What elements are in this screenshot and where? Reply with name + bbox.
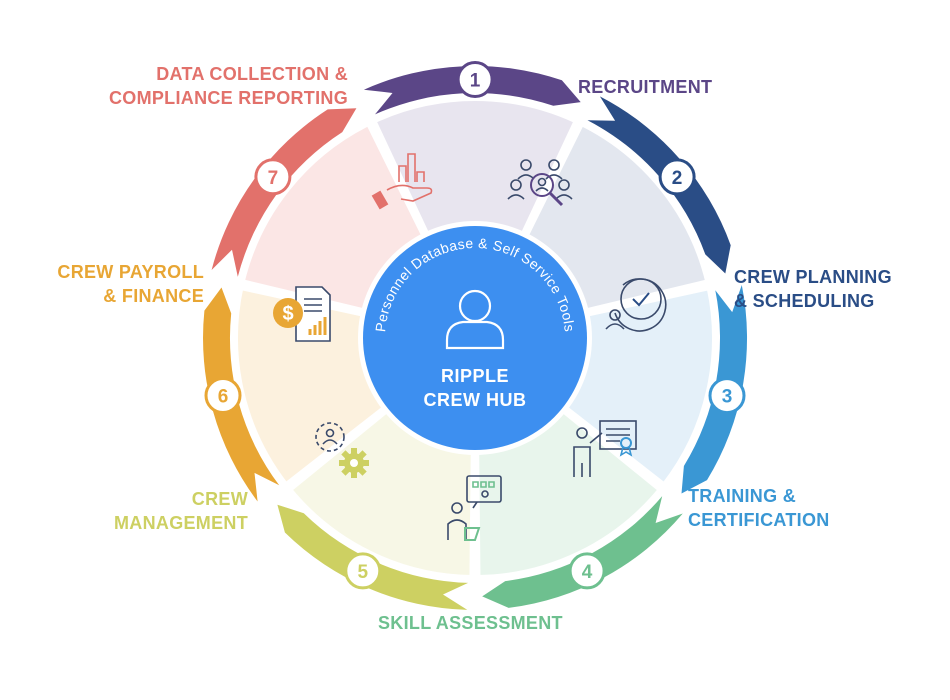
step-badge-circle [456,61,494,98]
assessment-chat-icon [447,475,502,541]
stage-label-crew-planning: CREW PLANNING & SCHEDULING [734,265,892,313]
stage-label-line: CREW PAYROLL [57,262,204,282]
person-icon [445,289,505,350]
step-badge-circle [568,552,606,590]
stage-label-line: CREW PLANNING [734,267,892,287]
arrow-segment-crew-management [277,504,469,610]
arrow-segment-training-certification [681,285,748,494]
arrow-segment-crew-planning-scheduling [587,96,731,274]
step-badge-1: 1 [456,61,494,98]
stage-label-data-collection: DATA COLLECTION & COMPLIANCE REPORTING [100,62,348,110]
step-badge-2: 2 [658,158,696,196]
stage-label-line: TRAINING & [688,486,796,506]
stage-label-line: DATA COLLECTION & [156,64,348,84]
step-number: 1 [470,71,481,92]
step-badge-circle [204,377,242,414]
hub-title-line1: RIPPLE [440,366,509,386]
stage-label-line: RECRUITMENT [578,77,713,97]
step-number: 5 [358,562,369,583]
stage-label-crew-management: CREW MANAGEMENT [110,487,248,535]
step-badge-circle [658,158,696,196]
step-number: 4 [582,562,593,583]
stage-label-line: SKILL ASSESSMENT [378,613,563,633]
stage-label-line: COMPLIANCE REPORTING [108,88,348,108]
stage-label-line: & SCHEDULING [734,291,875,311]
arrow-segment-crew-payroll-finance [203,287,280,502]
stage-label-line: CERTIFICATION [688,510,830,530]
wedge-layer [232,95,718,582]
step-badge-7: 7 [254,158,292,196]
candidate-search-icon [507,159,573,207]
step-badge-6: 6 [204,377,242,414]
icon-layer: $ [273,153,667,541]
gears-person-icon [315,422,369,478]
step-badge-4: 4 [568,552,606,590]
step-badge-3: 3 [708,377,746,415]
step-badge-5: 5 [344,552,382,590]
hub-title-line2: CREW HUB [423,390,527,410]
stage-label-recruitment: RECRUITMENT [578,75,712,99]
step-number: 7 [268,168,279,189]
step-number: 3 [722,387,733,408]
stage-label-line: MANAGEMENT [114,513,248,533]
svg-text:$: $ [282,303,293,325]
arrow-segment-skill-assessment [482,496,683,608]
stage-label-crew-payroll: CREW PAYROLL & FINANCE [50,260,204,308]
step-badge-circle [344,552,382,590]
clock-schedule-icon [605,278,667,332]
hub-title: RIPPLE CREW HUB [375,364,575,412]
dollar-document-icon: $ [273,286,331,342]
stage-label-line: CREW [191,489,248,509]
hub-circle [363,226,587,450]
arrow-segment-data-collection-compliance-reporting [211,108,357,277]
step-badge-circle [254,158,292,196]
step-number: 6 [218,387,229,408]
hub: Personnel Database & Self Service Tools [358,221,592,455]
badge-layer: 1 2 3 4 5 6 7 [204,61,746,590]
stage-label-training: TRAINING & CERTIFICATION [688,484,830,532]
wedge-recruitment [369,95,581,346]
stage-label-line: & FINANCE [103,286,204,306]
certificate-presentation-icon [573,420,637,477]
stage-label-skill-assessment: SKILL ASSESSMENT [378,611,563,635]
hand-chart-icon [371,153,433,210]
step-badge-circle [708,377,746,415]
step-number: 2 [672,168,683,189]
